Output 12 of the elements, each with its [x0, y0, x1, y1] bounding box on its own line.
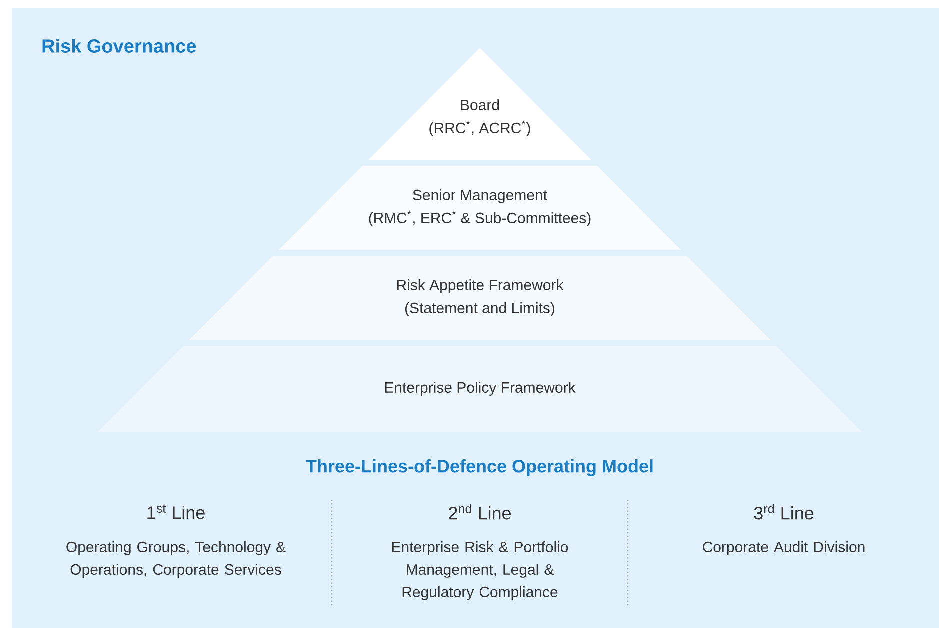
title: Risk Governance [42, 39, 196, 53]
column-heading: 1$^{st}$ Line [148, 504, 205, 520]
column-text: Corporate Audit Division [703, 542, 865, 556]
column-text: Enterprise Risk & Portfolio Management, Legal & Regulatory Compliance [392, 542, 568, 600]
pyramid-tier: Risk Appetite Framework (Statement and Limits) [190, 256, 770, 340]
column-heading: 2$^{nd}$ Line [449, 504, 511, 520]
pyramid-tier: Senior Management (RMC$^{*}$, ERC$^{*}$ & Sub-Committees) [279, 166, 681, 250]
pyramid-tier: Enterprise Policy Framework [98, 346, 862, 432]
section-heading: Three-Lines-of-Defence Operating Model [306, 460, 653, 476]
pyramid-tier: Board (RRC$^{*}$, ACRC$^{*}$) [368, 48, 592, 160]
column-heading: 3$^{rd}$ Line [754, 504, 814, 520]
column-text: Operating Groups, Technology & Operations, Corporate Services [66, 542, 286, 578]
